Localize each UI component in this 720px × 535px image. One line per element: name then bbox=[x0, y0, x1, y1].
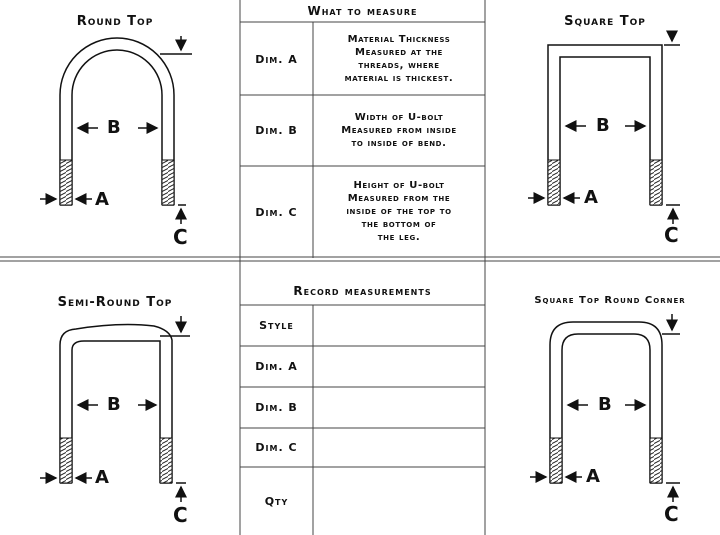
record-table-header: Record measurements bbox=[293, 284, 432, 298]
record-row-dim-a-label: Dim. A bbox=[255, 360, 298, 373]
measure-row-desc-a: Material Thickness Measured at the threa… bbox=[344, 34, 454, 84]
semi-round-b-label: B bbox=[107, 394, 121, 415]
semi-round-top-title: Semi-Round Top bbox=[57, 295, 173, 310]
square-top-c-label: C bbox=[664, 223, 679, 247]
round-top-c-label: C bbox=[173, 225, 188, 249]
record-row-qty-label: Qty bbox=[264, 495, 289, 508]
sq-round-b-label: B bbox=[598, 394, 612, 415]
measure-table-header: What to measure bbox=[307, 4, 418, 18]
measure-row-desc-c: Height of U-bolt Measured from the insid… bbox=[346, 180, 452, 243]
record-row-dim-c-value[interactable] bbox=[314, 429, 484, 466]
round-top-b-label: B bbox=[107, 117, 121, 138]
measure-row-desc-b: Width of U-bolt Measured from inside to … bbox=[341, 112, 457, 149]
semi-round-a-label: A bbox=[95, 467, 109, 488]
sq-round-c-label: C bbox=[664, 502, 679, 526]
record-row-style-value[interactable] bbox=[314, 306, 484, 345]
record-row-dim-c-label: Dim. C bbox=[255, 441, 298, 454]
round-top-a-label: A bbox=[95, 189, 109, 210]
round-top-title: Round Top bbox=[76, 14, 154, 29]
sq-round-thread-right bbox=[649, 437, 663, 484]
measure-row-dim-c: Dim. C bbox=[255, 206, 298, 219]
square-top-b-label: B bbox=[596, 115, 610, 136]
semi-round-thread-left bbox=[59, 437, 73, 484]
round-top-thread-right bbox=[161, 159, 175, 206]
record-row-style-label: Style bbox=[259, 319, 294, 332]
semi-round-c-label: C bbox=[173, 503, 188, 527]
semi-round-thread-right bbox=[159, 437, 173, 484]
sq-round-a-label: A bbox=[586, 466, 600, 487]
square-top-title: Square Top bbox=[564, 14, 646, 29]
round-top-thread-left bbox=[59, 159, 73, 206]
square-top-thread-left bbox=[547, 159, 561, 206]
record-row-qty-value[interactable] bbox=[314, 468, 484, 534]
sq-round-thread-left bbox=[549, 437, 563, 484]
record-row-dim-b-label: Dim. B bbox=[255, 401, 298, 414]
square-top-thread-right bbox=[649, 159, 663, 206]
square-top-round-corner-title: Square Top Round Corner bbox=[534, 295, 686, 306]
square-top-a-label: A bbox=[584, 187, 598, 208]
record-row-dim-b-value[interactable] bbox=[314, 388, 484, 427]
record-row-dim-a-value[interactable] bbox=[314, 347, 484, 386]
measure-row-dim-a: Dim. A bbox=[255, 53, 298, 66]
measure-row-dim-b: Dim. B bbox=[255, 124, 298, 137]
